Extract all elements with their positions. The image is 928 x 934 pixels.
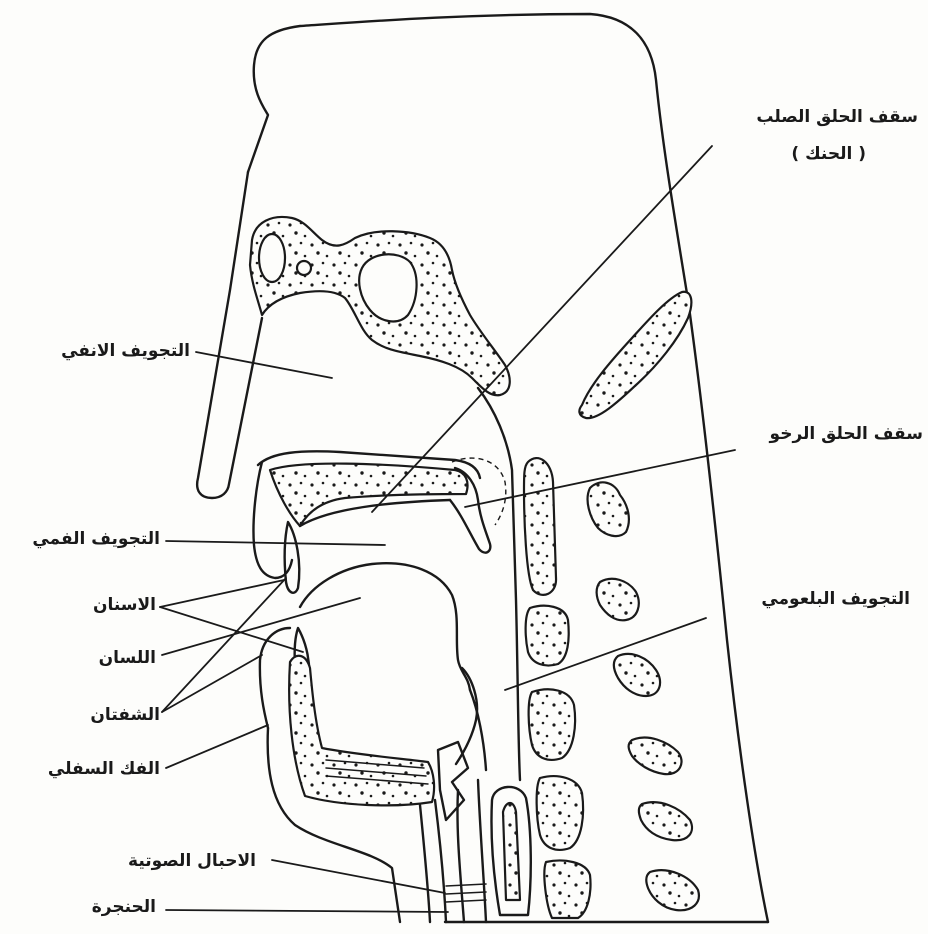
label-hard-palate-alt: ( الحنك ) [791,143,866,165]
label-lips: الشفتان [90,704,160,726]
label-oral-cavity: التجويف الفمي [32,528,160,550]
label-teeth: الاسنان [93,594,156,616]
pharynx-back-wall [478,388,520,780]
tongue-outline [300,563,470,690]
label-tongue: اللسان [99,647,156,669]
arytenoid-bone [503,803,520,900]
occipital-bone [579,292,691,418]
spinous-process-2 [597,579,639,621]
leader-oral-cavity [166,541,385,545]
spinous-process-1 [588,482,629,536]
label-soft-palate: سقف الحلق الرخو [770,423,923,445]
spinous-process-6 [646,870,699,910]
larynx-line-3 [457,790,464,922]
hard-palate-bone [270,464,468,526]
label-lower-jaw: الفك السفلي [48,758,160,780]
vocal-fold-hatch-2 [446,892,486,894]
label-vocal-cords: الاحبال الصوتية [128,850,256,872]
frontal-sinus-hole [259,234,285,282]
spinous-process-4 [629,738,682,775]
vocal-fold-hatch-3 [446,900,486,902]
epiglottis [456,668,477,764]
vertebra-4 [537,776,583,850]
leader-larynx [166,910,448,912]
leader-lower-jaw [166,725,268,768]
leader-vocal-cords [272,860,445,893]
label-nasal-cavity: التجويف الانفي [61,340,190,362]
larynx-line-1 [420,805,430,922]
label-hard-palate: سقف الحلق الصلب [756,106,918,128]
leader-teeth-upper [160,580,284,607]
label-pharyngeal-cavity: التجويف البلعومي [761,588,910,610]
leader-tongue [162,598,360,655]
small-sinus-hole [297,261,311,275]
nose [197,172,262,498]
vertebra-2 [526,606,569,666]
vertebra-3 [529,689,575,760]
vocal-fold-hatch-1 [446,884,486,886]
vertebra-5 [544,861,590,918]
spinous-process-3 [614,654,660,696]
larynx-line-2 [435,800,446,922]
label-larynx: الحنجرة [92,896,156,918]
leader-lips-upper [162,578,286,712]
thyroid-cartilage [438,742,468,820]
leader-lips-lower [162,655,262,712]
upper-tooth [285,522,300,593]
spinous-process-5 [639,802,692,840]
vertebra-1 [524,458,556,595]
